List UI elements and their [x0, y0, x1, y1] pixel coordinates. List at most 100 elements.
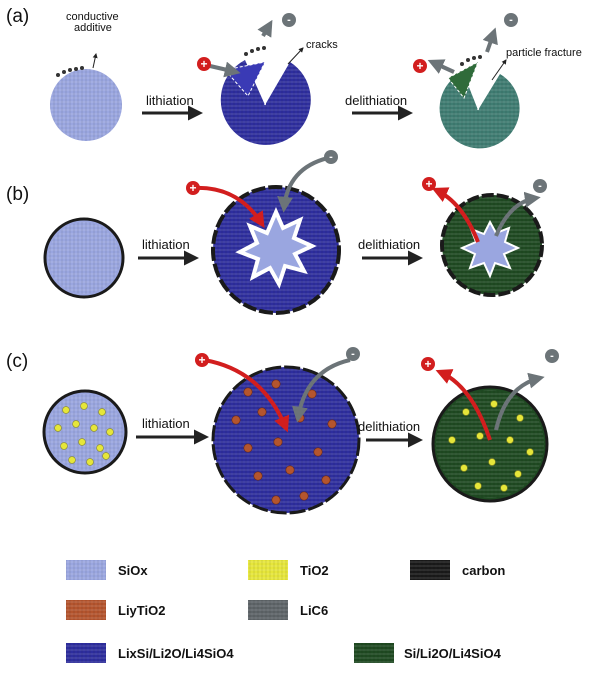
- particle-a-lithiated: [220, 60, 311, 145]
- anion-icon-c1: -: [346, 347, 360, 361]
- svg-text:TiO2: TiO2: [300, 563, 329, 578]
- tio2-dot: [106, 428, 114, 436]
- anion-icon-a2: -: [504, 13, 518, 27]
- particle-c-lithiated: [211, 365, 361, 515]
- tio2-dot: [514, 470, 522, 478]
- label-a-lithiation: lithiation: [146, 93, 194, 108]
- conductive-additive-dots-a2: [244, 46, 266, 56]
- svg-text:-: -: [287, 14, 291, 26]
- particle-a-pristine: [50, 69, 122, 141]
- liytio2-dot: [253, 471, 263, 481]
- liytio2-dot: [271, 495, 281, 505]
- tio2-dot: [488, 458, 496, 466]
- svg-text:+: +: [416, 59, 423, 73]
- tio2-dot: [102, 452, 110, 460]
- liytio2-dot: [321, 475, 331, 485]
- liytio2-dot: [257, 407, 267, 417]
- fracture-pointer: [491, 59, 507, 81]
- label-c-delithiation: delithiation: [358, 419, 420, 434]
- svg-text:LixSi/Li2O/Li4SiO4: LixSi/Li2O/Li4SiO4: [118, 646, 234, 661]
- anion-arrow-b2: [494, 191, 541, 237]
- liytio2-dot: [243, 443, 253, 453]
- label-a-delithiation: delithiation: [345, 93, 407, 108]
- particle-a-delithiated: [439, 60, 520, 149]
- svg-text:-: -: [329, 151, 333, 163]
- liytio2-dot: [273, 437, 283, 447]
- cation-arrow-b2: [431, 187, 480, 243]
- svg-text:LiC6: LiC6: [300, 603, 328, 618]
- legend-item-tio2: TiO2: [248, 560, 329, 580]
- tio2-dot: [78, 438, 86, 446]
- cation-icon-b2: +: [422, 177, 436, 191]
- annotation-additive: additive: [74, 22, 112, 34]
- tio2-dot: [68, 456, 76, 464]
- tio2-dot: [490, 400, 498, 408]
- legend-item-si-li2o: Si/Li2O/Li4SiO4: [354, 643, 502, 663]
- svg-text:+: +: [189, 181, 196, 195]
- tio2-dot: [500, 484, 508, 492]
- tio2-dot: [90, 424, 98, 432]
- particle-b-delithiated: [440, 193, 544, 297]
- legend-item-liytio2: LiyTiO2: [66, 600, 165, 620]
- tio2-dot: [462, 408, 470, 416]
- cation-arrow-a2: [427, 59, 455, 74]
- tio2-dots: [54, 402, 114, 466]
- anion-icon-b2: -: [533, 179, 547, 193]
- particle-b-lithiated: [211, 185, 341, 315]
- liytio2-dot: [243, 387, 253, 397]
- tio2-dot: [506, 436, 514, 444]
- label-b-delithiation: delithiation: [358, 237, 420, 252]
- annotation-cracks: cracks: [306, 39, 338, 51]
- cation-icon-c2: +: [421, 357, 435, 371]
- svg-text:-: -: [550, 350, 554, 362]
- svg-text:+: +: [425, 177, 432, 191]
- legend-item-siox: SiOx: [66, 560, 148, 580]
- svg-text:Si/Li2O/Li4SiO4: Si/Li2O/Li4SiO4: [404, 646, 502, 661]
- legend: SiOx TiO2 carbon LiyTiO2 LiC6 LixSi/Li2O…: [66, 560, 505, 663]
- legend-item-lixsi: LixSi/Li2O/Li4SiO4: [66, 643, 234, 663]
- svg-text:carbon: carbon: [462, 563, 505, 578]
- cation-arrow-a1: [209, 61, 241, 78]
- liytio2-dot: [313, 447, 323, 457]
- tio2-dot: [476, 432, 484, 440]
- liytio2-dot: [327, 419, 337, 429]
- annotation-pointer: [92, 53, 98, 69]
- svg-text:-: -: [538, 180, 542, 192]
- svg-text:-: -: [509, 14, 513, 26]
- anion-icon-b1: -: [324, 150, 338, 164]
- anion-arrow-c1: [291, 358, 351, 423]
- liytio2-dot: [271, 379, 281, 389]
- tio2-dot: [62, 406, 70, 414]
- svg-text:+: +: [424, 357, 431, 371]
- liytio2-dot: [299, 491, 309, 501]
- tio2-dots-delithiated: [448, 400, 534, 492]
- label-b-lithiation: lithiation: [142, 237, 190, 252]
- tio2-dot: [98, 408, 106, 416]
- label-c-lithiation: lithiation: [142, 416, 190, 431]
- liytio2-dot: [307, 389, 317, 399]
- cation-icon-c1: +: [195, 353, 209, 367]
- anion-arrow-a2: [482, 27, 498, 53]
- tio2-dot: [526, 448, 534, 456]
- liytio2-dot: [285, 465, 295, 475]
- anion-icon-c2: -: [545, 349, 559, 363]
- tio2-dot: [96, 444, 104, 452]
- svg-text:-: -: [351, 348, 355, 360]
- tio2-dot: [72, 420, 80, 428]
- particle-c-delithiated: [431, 385, 549, 503]
- tio2-dot: [460, 464, 468, 472]
- svg-text:+: +: [198, 353, 205, 367]
- svg-text:SiOx: SiOx: [118, 563, 148, 578]
- svg-text:+: +: [200, 57, 207, 71]
- tio2-dot: [448, 436, 456, 444]
- legend-item-lic6: LiC6: [248, 600, 328, 620]
- tio2-dot: [80, 402, 88, 410]
- conductive-additive-dots: [56, 66, 84, 77]
- annotation-particle-fracture: particle fracture: [506, 47, 582, 59]
- cation-icon-a2: +: [413, 59, 427, 73]
- tio2-dot: [54, 424, 62, 432]
- anion-icon-a1: -: [282, 13, 296, 27]
- cation-arrow-c2: [435, 369, 492, 441]
- anion-arrow-c2: [494, 372, 545, 431]
